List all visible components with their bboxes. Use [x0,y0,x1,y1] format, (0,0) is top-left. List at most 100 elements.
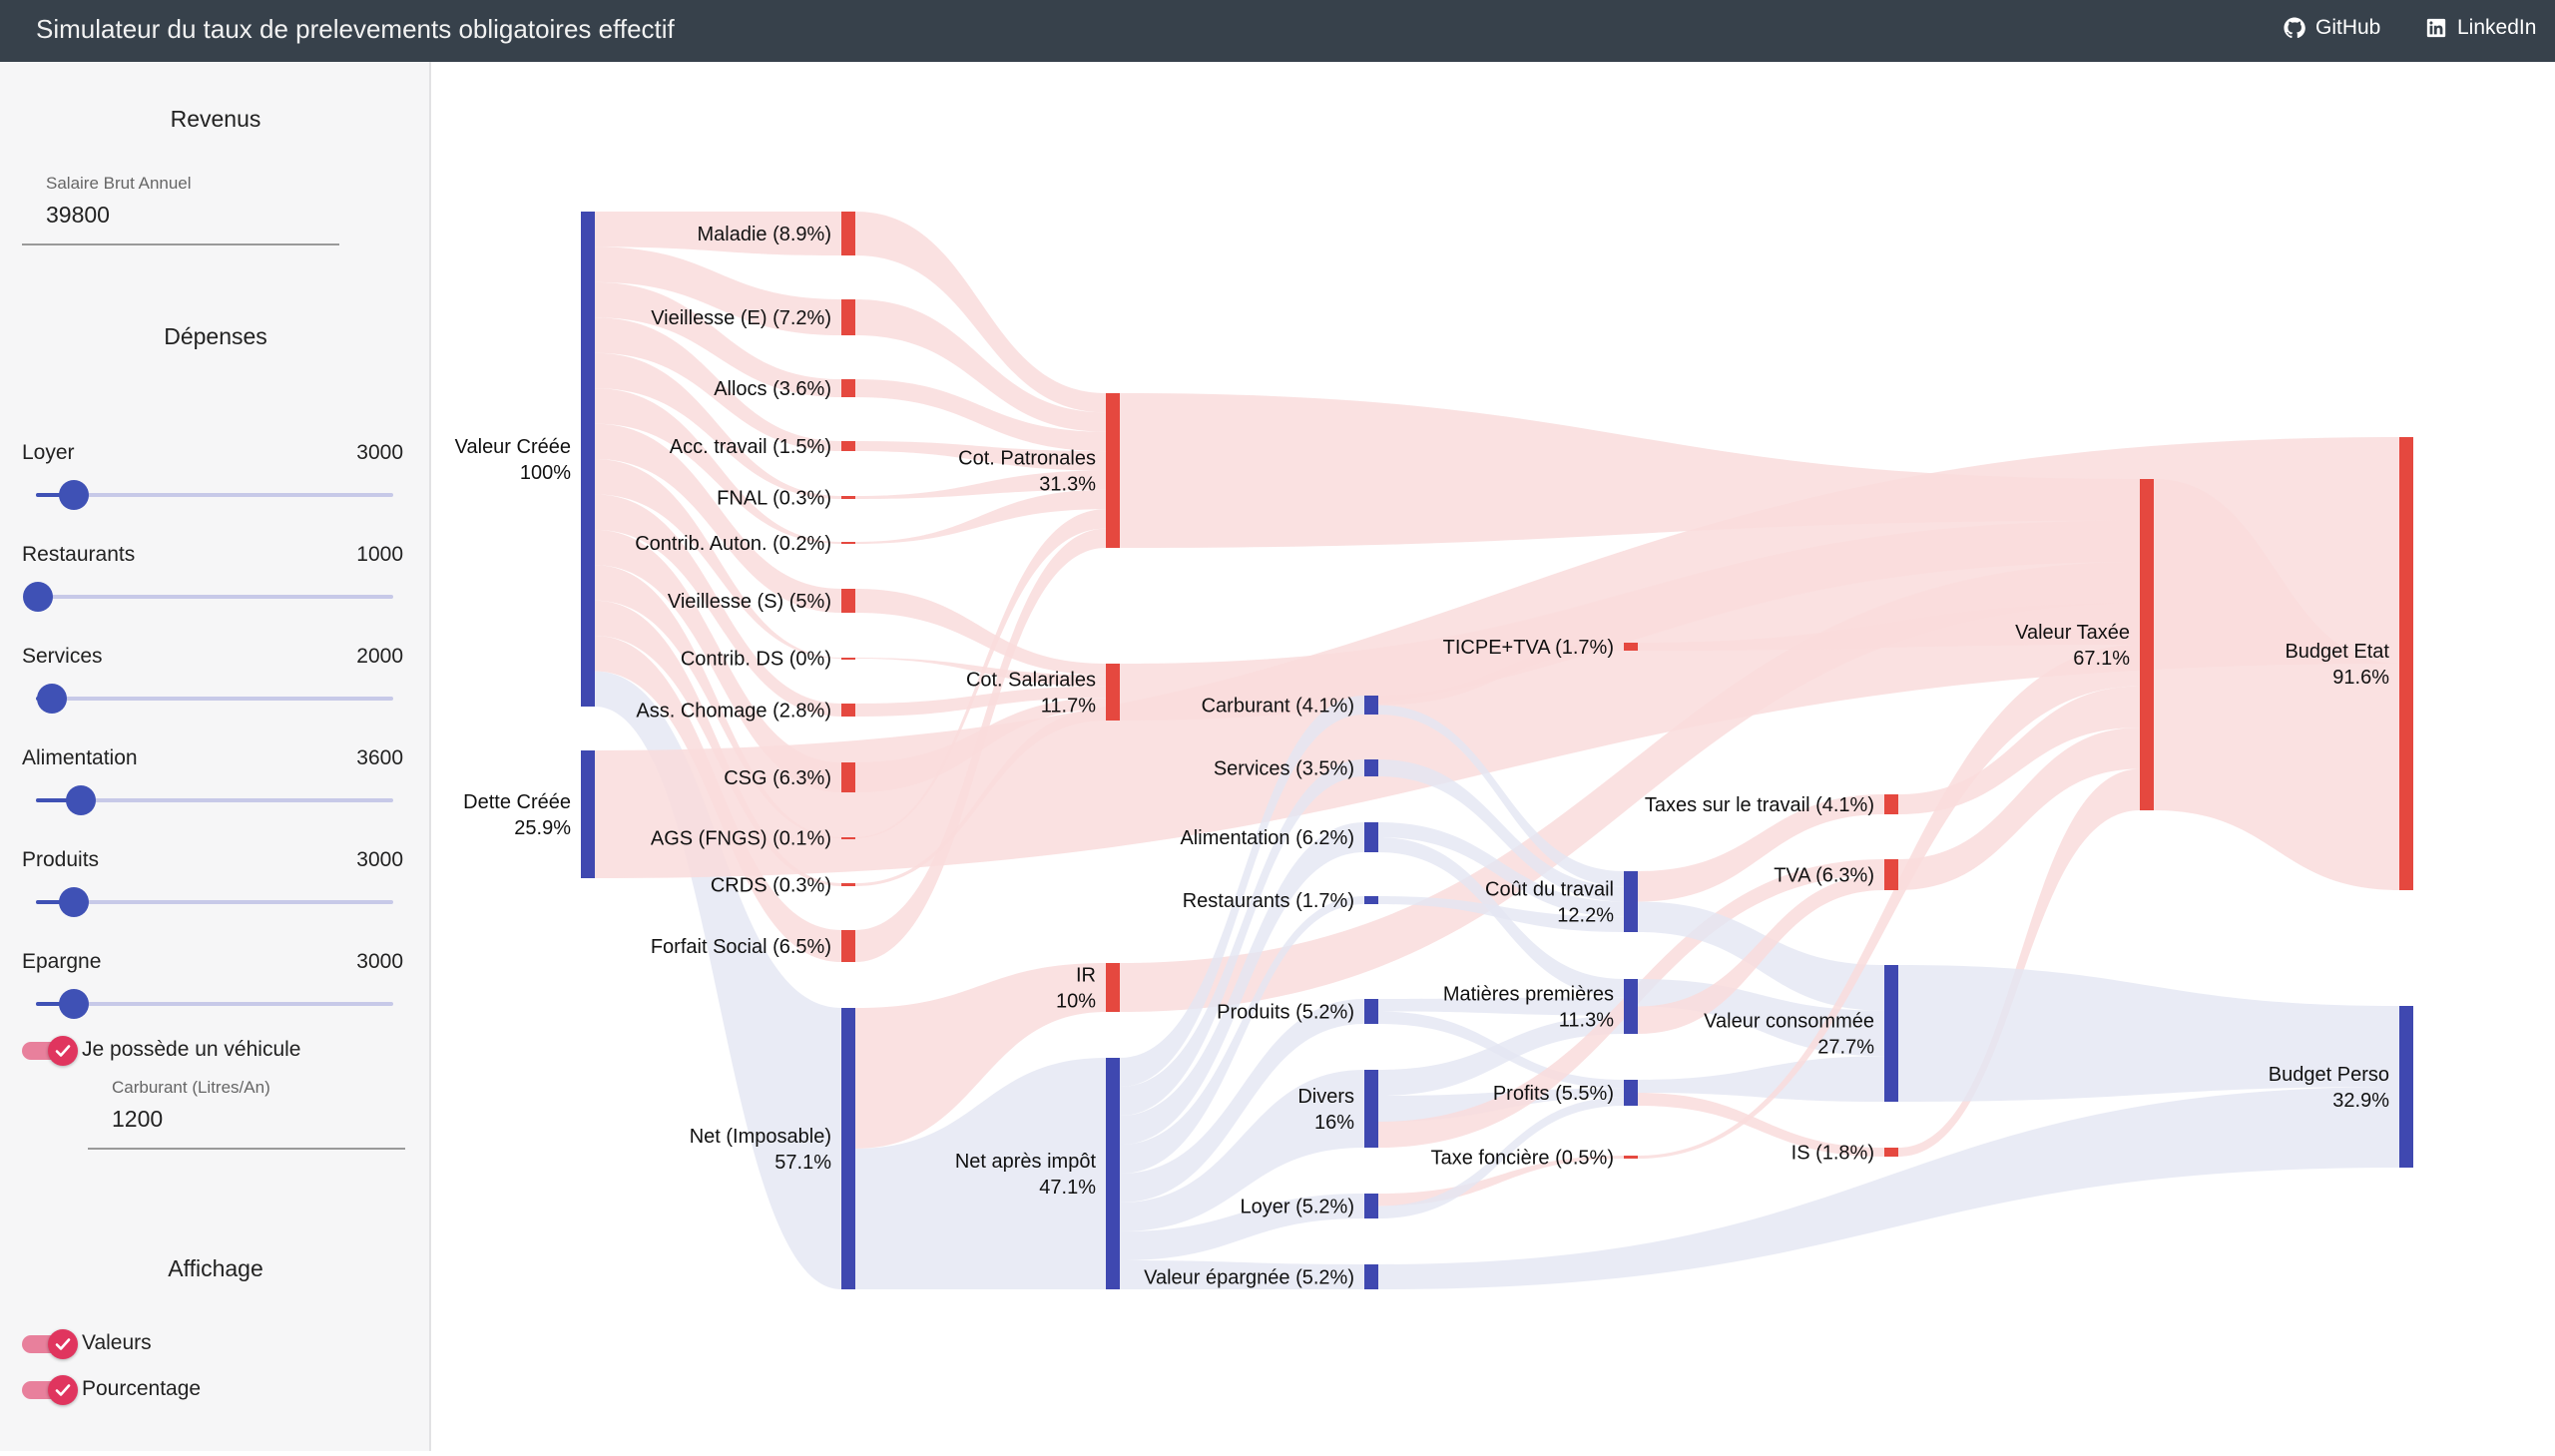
slider-services[interactable] [36,684,393,714]
node-net_imposable[interactable] [841,1008,855,1289]
slider-loyer[interactable] [36,480,393,510]
flow-crds-to-cot_salariales[interactable] [855,709,1106,886]
slider-thumb[interactable] [58,887,89,917]
flow-cout_travail-to-taxes_travail[interactable] [1638,794,1884,902]
github-link[interactable]: GitHub [2284,16,2380,40]
node-csg[interactable] [841,762,855,792]
flow-tva-to-valeur_taxee[interactable] [1898,728,2140,890]
slider-thumb[interactable] [58,480,89,510]
flow-restaurants-to-cout_travail[interactable] [1378,896,1624,932]
flow-carburant-to-ticpe_tva[interactable] [1378,643,1624,706]
flow-services-to-cout_travail[interactable] [1378,759,1624,902]
node-crds[interactable] [841,883,855,886]
node-tva[interactable] [1884,859,1898,890]
flow-valeur_creee-to-allocs[interactable] [595,281,841,397]
flow-contrib_ds-to-cot_salariales[interactable] [855,658,1106,687]
node-cout_travail[interactable] [1624,871,1638,932]
node-taxe_fonciere[interactable] [1624,1156,1638,1159]
flow-profits-to-is[interactable] [1638,1093,1884,1157]
flow-acc_travail-to-cot_patronales[interactable] [855,441,1106,471]
slider-thumb[interactable] [65,785,96,815]
flow-contrib_auton-to-cot_patronales[interactable] [855,489,1106,544]
flow-net_apres_impot-to-divers[interactable] [1120,1070,1364,1231]
flow-net_apres_impot-to-services[interactable] [1120,759,1364,1116]
node-cot_salariales[interactable] [1106,664,1120,721]
flow-net_apres_impot-to-carburant[interactable] [1120,696,1364,1087]
node-vieillesse_e[interactable] [841,299,855,335]
flow-valeur_creee-to-ags[interactable] [595,565,841,838]
flow-vieillesse_s-to-cot_salariales[interactable] [855,589,1106,676]
pourcentage-toggle[interactable] [22,1375,78,1405]
node-budget_perso[interactable] [2399,1006,2413,1168]
node-ass_chomage[interactable] [841,704,855,717]
flow-produits-to-matieres[interactable] [1378,997,1624,1016]
flow-valeur_taxee-to-budget_etat[interactable] [2154,479,2399,890]
node-carburant[interactable] [1364,696,1378,715]
flow-allocs-to-cot_patronales[interactable] [855,379,1106,452]
node-is[interactable] [1884,1148,1898,1157]
node-valeur_epargnee[interactable] [1364,1264,1378,1289]
flow-valeur_creee-to-maladie[interactable] [595,212,841,255]
flow-ir-to-valeur_taxee[interactable] [1120,562,2140,1012]
node-ir[interactable] [1106,963,1120,1012]
node-allocs[interactable] [841,379,855,397]
salaire-input[interactable]: 39800 [46,202,110,228]
node-cot_patronales[interactable] [1106,393,1120,548]
flow-valeur_epargnee-to-budget_perso[interactable] [1378,1087,2399,1289]
flow-alimentation-to-cout_travail[interactable] [1378,822,1624,917]
node-fnal[interactable] [841,496,855,499]
node-acc_travail[interactable] [841,441,855,451]
flow-net_imposable-to-ir[interactable] [855,963,1106,1149]
flow-valeur_creee-to-vieillesse_s[interactable] [595,423,841,613]
flow-ags-to-cot_patronales[interactable] [855,509,1106,838]
node-valeur_taxee[interactable] [2140,479,2154,810]
valeurs-toggle[interactable] [22,1329,78,1359]
flow-valeur_creee-to-csg[interactable] [595,529,841,792]
flow-valeur_creee-to-ass_chomage[interactable] [595,494,841,717]
node-produits[interactable] [1364,999,1378,1024]
flow-valeur_creee-to-crds[interactable] [595,600,841,886]
node-contrib_auton[interactable] [841,542,855,544]
slider-thumb[interactable] [58,989,89,1019]
slider-epargne[interactable] [36,989,393,1019]
flow-loyer-to-taxe_fonciere[interactable] [1378,1156,1624,1207]
flow-valeur_creee-to-vieillesse_e[interactable] [595,246,841,335]
node-matieres[interactable] [1624,979,1638,1034]
flow-net_apres_impot-to-restaurants[interactable] [1120,896,1364,1174]
flow-forfait_social-to-cot_patronales[interactable] [855,528,1106,962]
node-profits[interactable] [1624,1080,1638,1106]
carburant-input[interactable]: 1200 [112,1106,164,1132]
flow-ass_chomage-to-cot_salariales[interactable] [855,686,1106,717]
flow-net_apres_impot-to-valeur_epargnee[interactable] [1120,1260,1364,1289]
node-net_apres_impot[interactable] [1106,1058,1120,1289]
flow-net_apres_impot-to-produits[interactable] [1120,999,1364,1203]
flow-cot_salariales-to-valeur_taxee[interactable] [1120,520,2140,722]
flow-matieres-to-tva[interactable] [1638,874,1884,1035]
flow-taxes_travail-to-valeur_taxee[interactable] [1898,686,2140,815]
slider-thumb[interactable] [37,684,68,714]
node-divers[interactable] [1364,1070,1378,1148]
slider-restaurants[interactable] [23,582,393,612]
flow-valeur_creee-to-acc_travail[interactable] [595,317,841,451]
flow-divers-to-matieres[interactable] [1378,1015,1624,1096]
flow-net_imposable-to-net_apres_impot[interactable] [855,1058,1106,1289]
node-valeur_consommee[interactable] [1884,965,1898,1102]
flow-valeur_consommee-to-budget_perso[interactable] [1898,965,2399,1102]
node-forfait_social[interactable] [841,930,855,962]
flow-is-to-valeur_taxee[interactable] [1898,768,2140,1158]
node-contrib_ds[interactable] [841,658,855,660]
flow-valeur_creee-to-contrib_auton[interactable] [595,388,841,544]
vehicle-toggle[interactable] [22,1036,78,1066]
flow-net_apres_impot-to-alimentation[interactable] [1120,822,1364,1145]
flow-profits-to-valeur_consommee[interactable] [1638,1056,1884,1102]
slider-produits[interactable] [36,887,393,917]
slider-thumb[interactable] [23,582,53,612]
node-dette_creee[interactable] [581,750,595,878]
flow-ticpe_tva-to-valeur_taxee[interactable] [1638,603,2140,652]
flow-valeur_creee-to-contrib_ds[interactable] [595,459,841,659]
node-ags[interactable] [841,837,855,839]
flow-loyer-to-profits[interactable] [1378,1097,1624,1218]
linkedin-link[interactable]: LinkedIn [2425,16,2536,40]
node-restaurants[interactable] [1364,896,1378,904]
node-ticpe_tva[interactable] [1624,643,1638,651]
